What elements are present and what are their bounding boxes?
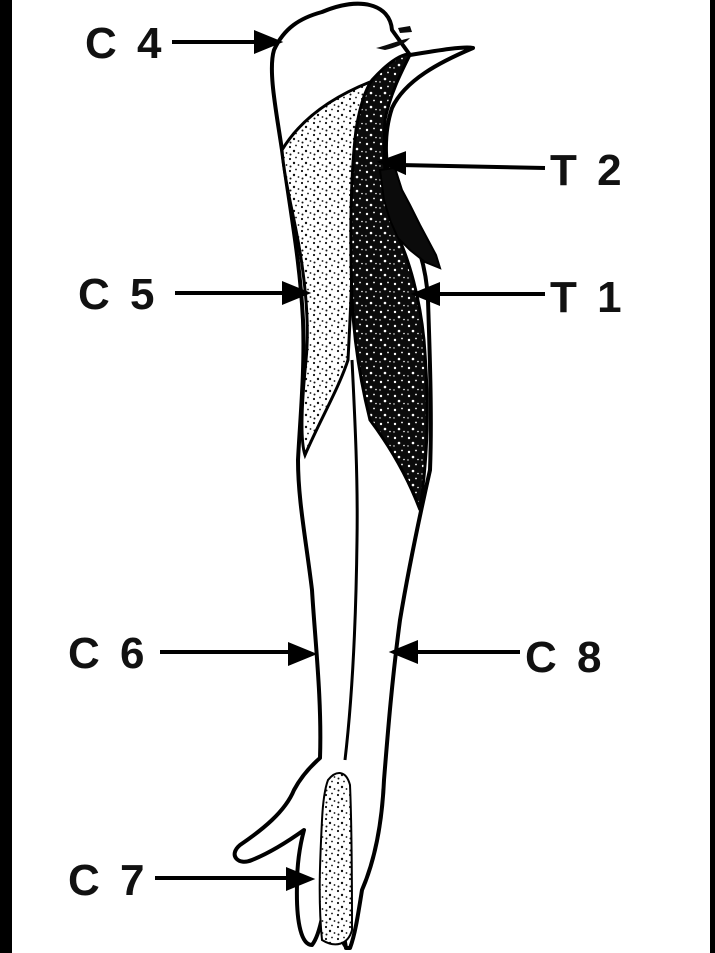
label-c6: C 6: [68, 629, 148, 678]
label-c5: C 5: [78, 270, 158, 319]
label-c7: C 7: [68, 856, 148, 905]
label-t1: T 1: [550, 273, 626, 322]
label-t2: T 2: [550, 146, 626, 195]
label-c8: C 8: [525, 633, 605, 682]
label-c4: C 4: [85, 19, 165, 68]
c7-region: [320, 773, 352, 944]
